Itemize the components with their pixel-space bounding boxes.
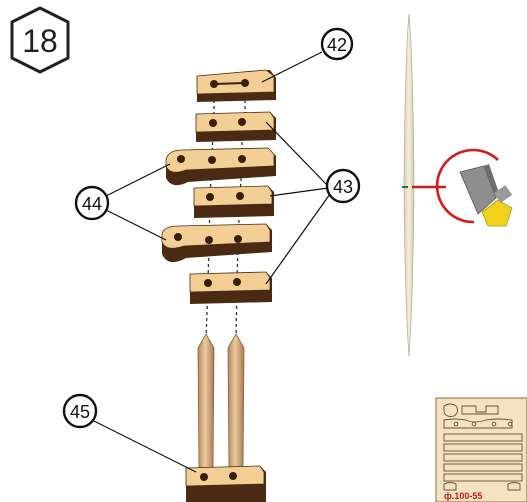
callout-44-label: 44 — [82, 194, 102, 214]
callout-45: 45 — [62, 393, 98, 429]
part-44-b — [161, 223, 272, 263]
step-number: 18 — [22, 23, 58, 59]
callout-43: 43 — [325, 168, 361, 204]
toothpick-icon — [402, 13, 415, 357]
cut-indicator — [412, 148, 499, 224]
part-43-b — [193, 185, 274, 218]
callout-42: 42 — [320, 27, 354, 61]
callout-43-label: 43 — [333, 177, 353, 197]
part-44-a — [165, 147, 276, 186]
sheet-label: ф.100-55 — [444, 491, 482, 501]
part-43-c — [189, 271, 272, 304]
part-45 — [185, 465, 266, 502]
pin-right — [227, 333, 245, 471]
leader-lines — [91, 51, 331, 473]
callout-44: 44 — [74, 185, 110, 221]
hobby-knife-icon — [459, 164, 513, 227]
part-43-a — [195, 111, 276, 142]
part-42 — [196, 69, 276, 102]
parts-sheet-icon: ф.100-55 — [435, 397, 527, 502]
hexagon-step-icon — [10, 6, 70, 74]
pin-left — [197, 333, 215, 471]
callout-45-label: 45 — [70, 402, 90, 422]
callout-42-label: 42 — [327, 35, 347, 55]
step-badge: 18 — [10, 6, 70, 74]
